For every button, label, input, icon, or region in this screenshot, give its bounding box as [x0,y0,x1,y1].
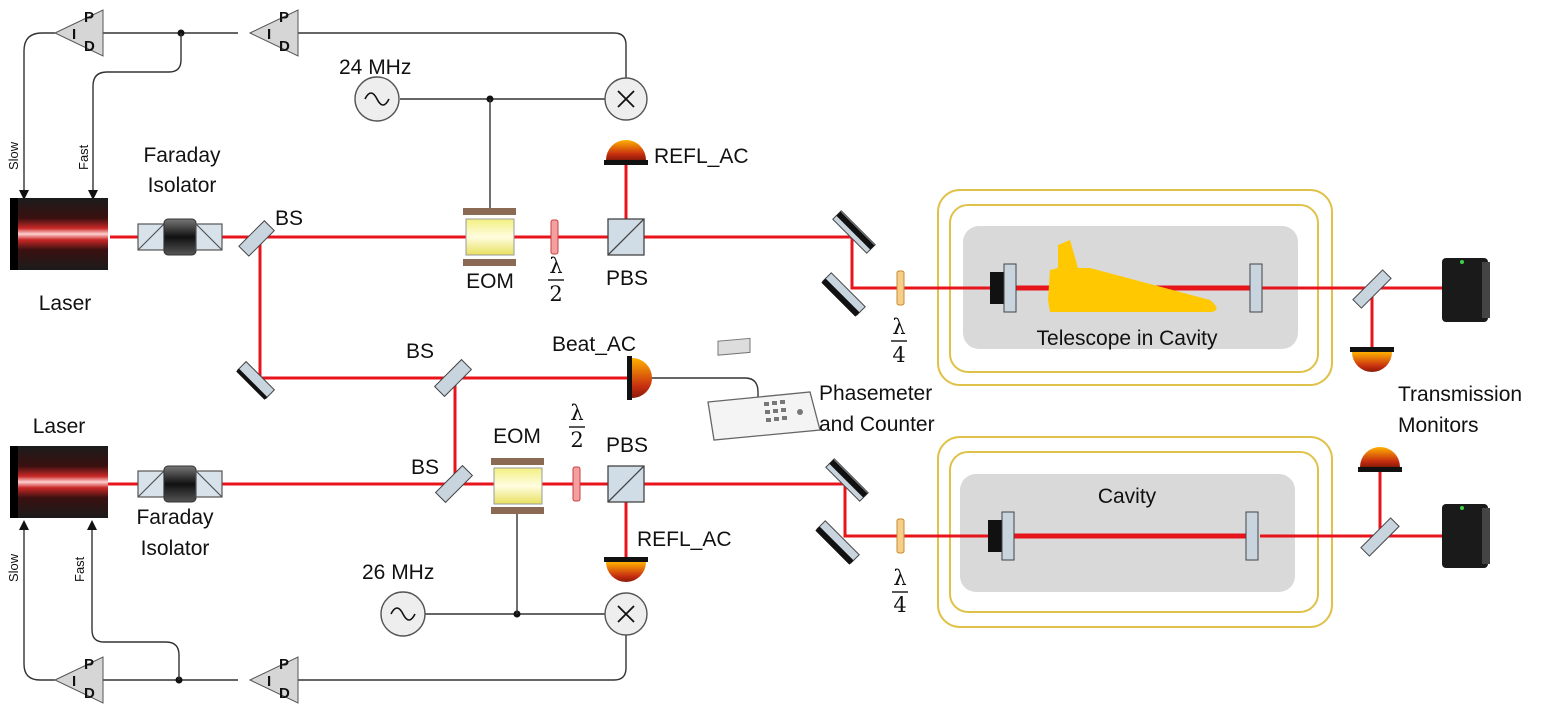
svg-text:P: P [279,9,289,26]
pickoff-top-right [1352,269,1392,309]
refl-ac-top-label: REFL_AC [654,145,749,168]
bs-middle-label: BS [406,340,434,363]
quarter-waveplate-top [896,270,905,306]
svg-text:I: I [72,26,76,43]
camera-bottom [1442,504,1490,568]
mixer-bottom [604,592,648,636]
svg-text:2: 2 [549,282,562,306]
steering-mirror-top-1 [832,210,876,254]
svg-text:λ: λ [892,315,905,339]
camera-top [1442,258,1490,322]
mixer-top [604,77,648,121]
faraday-isolator-top-label-2: Isolator [148,174,217,197]
laser-top [10,198,108,270]
refl-photodetector-bottom [604,557,648,582]
steering-mirror-top-2 [821,272,866,317]
pbs-bottom-label: PBS [606,434,648,457]
pbs-bottom [607,465,645,503]
svg-text:4: 4 [892,343,905,367]
transmission-photodetector-top [1350,347,1394,372]
half-wave-label-bottom: λ 2 [569,401,585,452]
svg-text:P: P [84,9,94,26]
freq-26mhz-label: 26 MHz [362,561,434,584]
beat-photodetector [627,356,652,400]
faraday-isolator-top [137,218,223,256]
freq-24mhz-label: 24 MHz [339,56,411,79]
svg-text:λ: λ [893,566,906,590]
svg-text:D: D [84,38,95,55]
svg-text:P: P [279,656,289,673]
transmission-monitors-label-2: Monitors [1398,414,1479,437]
cavity-label: Cavity [1098,485,1157,508]
faraday-isolator-bottom-label-2: Isolator [141,537,210,560]
svg-text:P: P [84,656,94,673]
quarter-waveplate-bottom [896,518,905,554]
beam-splitter-top [238,220,275,257]
phasemeter-label-2: and Counter [819,413,935,436]
pid-bottom-right: P I D [248,656,299,704]
svg-text:λ: λ [570,401,583,425]
quarter-wave-label-top: λ 4 [891,315,907,367]
bs-top-label: BS [275,207,303,230]
servo-wiring [19,29,759,684]
fast-bottom-label: Fast [72,556,87,582]
telescope-optic [1048,240,1217,312]
mirror-left-middle [236,360,276,400]
svg-text:D: D [84,685,95,702]
laser-top-label: Laser [39,292,92,315]
faraday-isolator-bottom-label-1: Faraday [136,506,214,529]
fast-top-label: Fast [76,144,91,170]
laser-bottom-label: Laser [33,415,86,438]
svg-text:D: D [279,38,290,55]
cavity-bottom-mirrors [988,511,1259,561]
svg-text:D: D [279,685,290,702]
refl-ac-bottom-label: REFL_AC [637,528,732,551]
eom-bottom [491,458,544,514]
faraday-isolator-bottom [137,465,223,503]
pid-top-right: P I D [248,9,299,57]
pbs-top-label: PBS [606,267,648,290]
oscillator-26mhz [380,591,426,637]
slow-bottom-label: Slow [6,553,21,582]
slow-top-label: Slow [6,141,21,170]
svg-text:I: I [267,673,271,690]
cavity-top-mirrors [990,263,1263,313]
bottom-cavity-enclosure [937,436,1333,628]
svg-text:4: 4 [893,593,906,617]
half-wave-label-top: λ 2 [548,254,564,306]
transmission-photodetector-bottom [1358,447,1402,472]
eom-top-label: EOM [466,270,514,293]
phasemeter-device [707,337,821,441]
pbs-top [607,218,645,256]
beam-splitter-lower [434,464,474,504]
svg-text:λ: λ [549,254,562,278]
eom-top [463,208,516,266]
pid-bottom-left: P I D [53,656,104,704]
pickoff-bottom-right [1360,517,1400,557]
steering-mirror-bottom-1 [825,458,869,502]
phasemeter-label-1: Phasemeter [819,382,932,405]
svg-text:I: I [72,673,76,690]
oscillator-24mhz [354,76,400,122]
steering-mirror-bottom-2 [815,520,860,565]
bs-lower-label: BS [411,456,439,479]
eom-bottom-label: EOM [493,425,541,448]
svg-text:I: I [267,26,271,43]
half-waveplate-bottom [572,466,581,502]
telescope-cavity-label: Telescope in Cavity [1037,327,1218,350]
svg-text:2: 2 [570,428,583,452]
pid-top-left: P I D [53,9,104,57]
refl-photodetector-top [604,140,648,165]
laser-bottom [10,446,108,518]
beat-ac-label: Beat_AC [552,333,636,356]
beam-splitter-middle [433,358,473,398]
faraday-isolator-top-label-1: Faraday [143,144,221,167]
half-waveplate-top [550,219,559,255]
transmission-monitors-label-1: Transmission [1398,383,1522,406]
quarter-wave-label-bottom: λ 4 [892,566,908,617]
